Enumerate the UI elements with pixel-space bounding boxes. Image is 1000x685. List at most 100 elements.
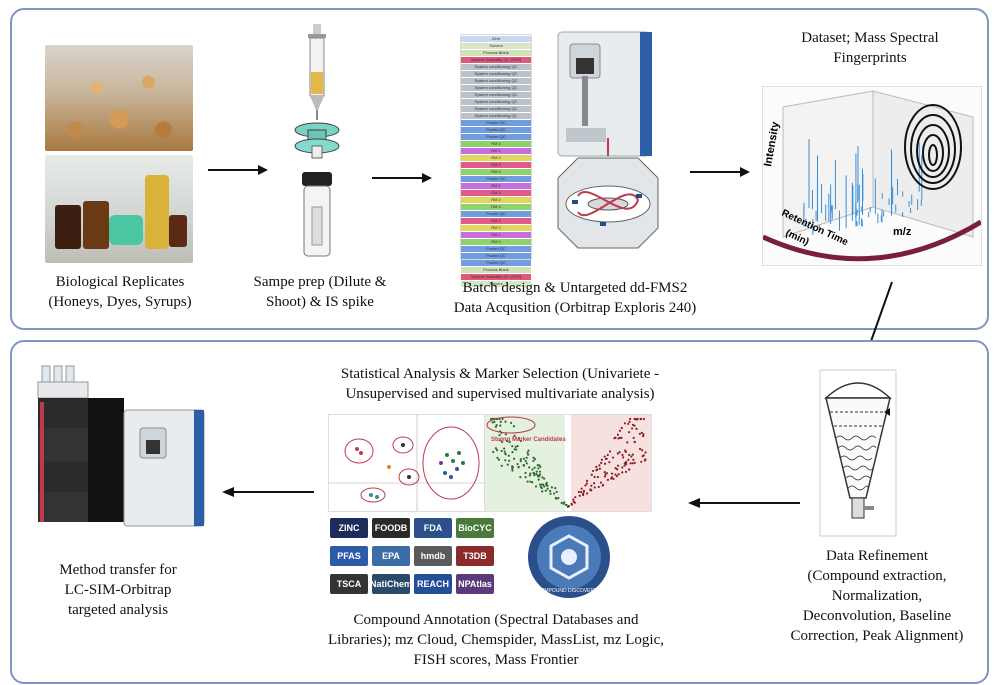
volcano-dot bbox=[585, 479, 589, 482]
volcano-dot bbox=[550, 486, 554, 489]
volcano-dot bbox=[499, 424, 502, 427]
syringe-filter-vial-illustration bbox=[294, 24, 340, 257]
volcano-dot bbox=[544, 489, 547, 492]
volcano-dot bbox=[527, 453, 530, 456]
stats-label-line2: Unsupervised and supervised multivariate… bbox=[345, 386, 655, 402]
volcano-dot bbox=[546, 487, 549, 490]
batch-row: Solvent bbox=[461, 43, 531, 49]
volcano-dot bbox=[517, 466, 520, 469]
volcano-dot bbox=[591, 469, 595, 473]
volcano-dot bbox=[615, 474, 619, 478]
volcano-dot bbox=[500, 449, 503, 453]
arrow-stats-to-method bbox=[222, 487, 314, 497]
batch-row: RM 2 bbox=[461, 155, 531, 161]
volcano-dot bbox=[603, 455, 606, 458]
volcano-dot bbox=[498, 433, 501, 437]
data-refinement-funnel-illustration bbox=[819, 369, 897, 537]
volcano-note: Strong Marker Candidates bbox=[491, 437, 566, 443]
volcano-dot bbox=[597, 485, 600, 489]
volcano-dot bbox=[522, 464, 526, 467]
spectral-3d-plot: Intensity Retention Time (min) m/z bbox=[763, 90, 981, 262]
volcano-dot bbox=[546, 484, 549, 487]
batch-row: RM 1 bbox=[461, 148, 531, 154]
mass-spectral-fingerprint-plot: Intensity Retention Time (min) m/z bbox=[762, 86, 982, 266]
batch-row: Pooled QC bbox=[461, 260, 531, 266]
batch-row: System conditioning QC bbox=[461, 92, 531, 98]
volcano-dot bbox=[538, 464, 541, 467]
syringe-icon bbox=[308, 24, 326, 120]
volcano-dot bbox=[528, 466, 531, 469]
volcano-dot bbox=[511, 469, 514, 472]
volcano-dot bbox=[629, 417, 632, 421]
volcano-dot bbox=[526, 451, 529, 454]
volcano-dot bbox=[514, 445, 517, 448]
volcano-dot bbox=[511, 466, 514, 469]
volcano-dot bbox=[605, 457, 608, 460]
honey-jars-photo bbox=[45, 45, 193, 151]
volcano-dot bbox=[603, 475, 607, 478]
database-logo: EPA bbox=[372, 546, 410, 566]
annotation-line2: Libraries); mz Cloud, Chemspider, MassLi… bbox=[327, 632, 664, 648]
spectral-peaks bbox=[803, 139, 923, 235]
batch-row: System conditioning QC bbox=[461, 64, 531, 70]
batch-row: System conditioning QC bbox=[461, 113, 531, 119]
database-logo: FOODB bbox=[372, 518, 410, 538]
volcano-dot bbox=[537, 467, 540, 470]
volcano-dot bbox=[491, 421, 494, 424]
volcano-dot bbox=[598, 467, 602, 470]
volcano-dot bbox=[632, 436, 635, 439]
volcano-dot bbox=[503, 447, 506, 450]
volcano-dot bbox=[526, 480, 529, 483]
volcano-dot bbox=[593, 475, 596, 479]
database-logo: ZINC bbox=[330, 518, 368, 538]
volcano-dot bbox=[505, 439, 509, 443]
volcano-dot bbox=[621, 453, 624, 457]
step1-label-line1: Biological Replicates bbox=[55, 274, 185, 290]
batch-row: RM 2 bbox=[461, 197, 531, 203]
volcano-dot bbox=[537, 475, 541, 478]
stats-label: Statistical Analysis & Marker Selection … bbox=[280, 364, 720, 404]
volcano-dot bbox=[614, 473, 617, 476]
volcano-dot bbox=[492, 450, 495, 454]
volcano-dot bbox=[549, 489, 552, 493]
volcano-dot bbox=[497, 458, 501, 461]
volcano-dot bbox=[560, 501, 563, 504]
batch-row: System conditioning QC bbox=[461, 85, 531, 91]
volcano-dot bbox=[616, 433, 619, 436]
step2-label-line2: Shoot) & IS spike bbox=[266, 294, 374, 310]
volcano-dot bbox=[522, 457, 525, 460]
volcano-dot bbox=[524, 471, 527, 475]
arrow-step3-to-step4 bbox=[690, 167, 750, 177]
amber-jar bbox=[83, 201, 109, 249]
batch-row: System Suitability QC (SSS) bbox=[461, 274, 531, 280]
volcano-dot bbox=[531, 468, 534, 471]
volcano-dot bbox=[582, 489, 586, 493]
batch-row: System Suitability QC (SSS) bbox=[461, 57, 531, 63]
volcano-dot bbox=[634, 417, 637, 421]
volcano-dot bbox=[628, 431, 631, 434]
volcano-dot bbox=[533, 473, 536, 477]
volcano-dot bbox=[525, 456, 528, 459]
volcano-dot bbox=[620, 426, 623, 430]
step3-label: Batch design & Untargeted dd-FMS2 Data A… bbox=[420, 278, 730, 318]
batch-row: Process Blank bbox=[461, 50, 531, 56]
volcano-dot bbox=[517, 437, 520, 440]
refinement-line4: Deconvolution, Baseline bbox=[802, 608, 952, 624]
volcano-dot bbox=[511, 451, 514, 454]
volcano-dot bbox=[501, 417, 504, 421]
volcano-dot bbox=[516, 462, 519, 466]
batch-row: Pooled QC bbox=[461, 246, 531, 252]
volcano-dot bbox=[511, 445, 514, 448]
volcano-dot bbox=[642, 454, 645, 457]
volcano-dot bbox=[533, 466, 536, 469]
batch-row: RM 3 bbox=[461, 162, 531, 168]
volcano-dot bbox=[564, 503, 568, 506]
database-logo: NPAtlas bbox=[456, 574, 494, 594]
volcano-dot bbox=[614, 436, 617, 439]
green-liquid bbox=[109, 215, 143, 245]
batch-row: RM 4 bbox=[461, 204, 531, 210]
volcano-dot bbox=[495, 449, 499, 452]
step4-label-line1: Dataset; Mass Spectral bbox=[801, 30, 939, 46]
volcano-dot bbox=[605, 472, 609, 475]
batch-row: RM 4 bbox=[461, 239, 531, 245]
